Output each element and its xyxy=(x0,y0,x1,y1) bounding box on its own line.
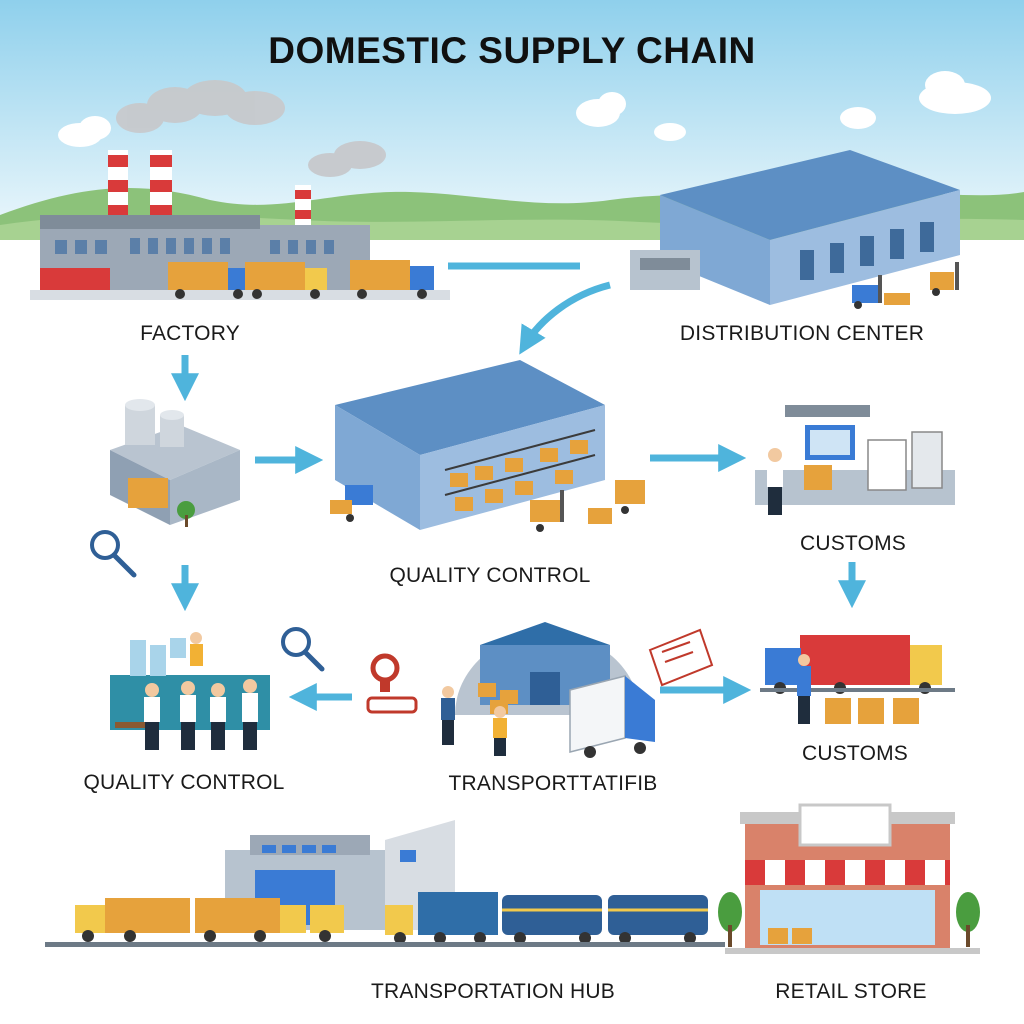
worker-group xyxy=(110,632,270,750)
truck-icon xyxy=(75,898,344,942)
document-icon xyxy=(648,628,714,687)
label-transportation-hub: TRANSPORTATION HUB xyxy=(371,980,615,1003)
cloud-icon xyxy=(58,71,991,147)
tree-icon xyxy=(718,892,980,947)
label-quality-control-workers: QUALITY CONTROL xyxy=(83,771,285,794)
arrow-distribution-to-warehouse xyxy=(519,281,611,355)
label-retail-store: RETAIL STORE xyxy=(775,980,927,1003)
page-title: DOMESTIC SUPPLY CHAIN xyxy=(268,30,756,71)
truck-icon xyxy=(168,260,434,299)
truck-icon xyxy=(569,675,655,758)
label-customs-office: CUSTOMS xyxy=(799,532,907,555)
factory-icon xyxy=(110,399,240,527)
forklift-icon xyxy=(330,480,645,532)
stamp-icon xyxy=(366,653,418,714)
label-distribution-center: DISTRIBUTION CENTER xyxy=(679,322,925,345)
forklift-icon xyxy=(852,262,959,309)
magnifier-icon xyxy=(281,627,325,672)
magnifier-icon xyxy=(90,530,137,578)
road xyxy=(45,942,725,947)
train-icon xyxy=(385,892,708,944)
warehouse-icon xyxy=(335,360,605,530)
label-factory: FACTORY xyxy=(140,322,240,345)
label-quality-control-warehouse: QUALITY CONTROL xyxy=(389,564,591,587)
label-customs-loading: CUSTOMS xyxy=(801,742,909,765)
label-transportation: TRANSPORTТATIFIB xyxy=(448,772,658,795)
document-icon xyxy=(755,405,955,515)
warehouse-icon xyxy=(630,150,960,305)
store-icon xyxy=(725,803,980,954)
truck-icon xyxy=(760,635,955,724)
flow-arrows xyxy=(171,262,866,711)
